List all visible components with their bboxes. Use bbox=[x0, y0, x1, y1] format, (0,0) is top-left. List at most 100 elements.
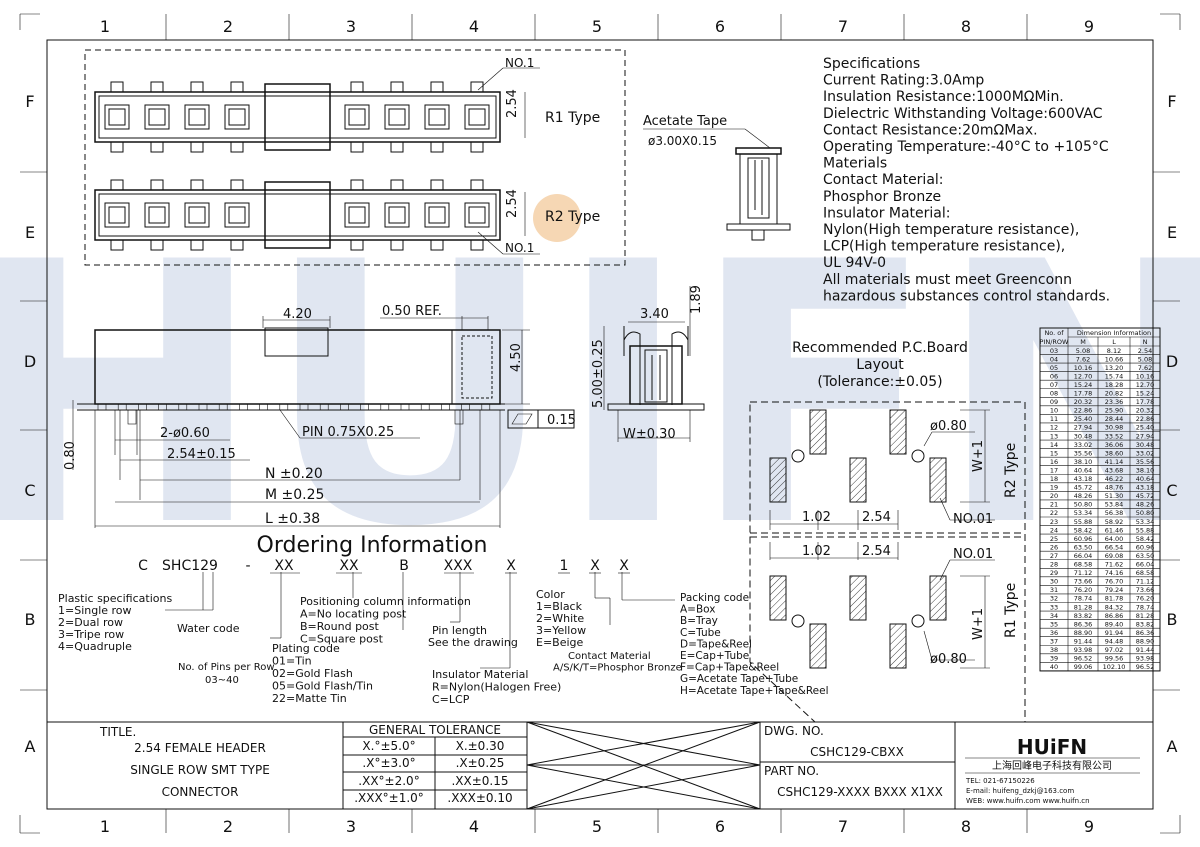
dim-340: 3.40 bbox=[640, 307, 669, 322]
table-cell: 5.08 bbox=[1076, 347, 1090, 355]
ordering-position-line: A=No locating post bbox=[300, 608, 407, 621]
table-cell: 83.82 bbox=[1074, 612, 1093, 620]
spec-line: Contact Resistance:20mΩMax. bbox=[823, 122, 1038, 138]
table-cell: 30 bbox=[1050, 578, 1058, 586]
tolerance-linear: .XX±0.15 bbox=[451, 774, 508, 788]
dim-450: 4.50 bbox=[509, 343, 524, 372]
table-cell: 2.54 bbox=[1138, 347, 1152, 355]
table-cell: 58.42 bbox=[1136, 535, 1155, 543]
table-cell: 12.70 bbox=[1136, 381, 1155, 389]
column-label-bottom: 8 bbox=[961, 817, 971, 836]
table-cell: 73.66 bbox=[1136, 586, 1155, 594]
table-cell: 51.30 bbox=[1105, 492, 1124, 500]
ordering-plastic-line: 3=Tripe row bbox=[58, 628, 124, 641]
column-label-top: 6 bbox=[715, 17, 725, 36]
pcb-r1-no01: NO.01 bbox=[953, 547, 993, 562]
row-label-left: F bbox=[25, 92, 34, 111]
r2-no1-label: NO.1 bbox=[505, 241, 534, 255]
table-cell: 28.44 bbox=[1105, 415, 1124, 423]
title-line-3: CONNECTOR bbox=[162, 785, 239, 799]
spec-line: Insulation Resistance:1000MΩMin. bbox=[823, 89, 1064, 105]
table-cell: 63.50 bbox=[1074, 543, 1093, 551]
watermark-text: HUIFN bbox=[0, 186, 1200, 605]
dim-w: W±0.30 bbox=[623, 427, 676, 442]
row-label-right: D bbox=[1166, 352, 1178, 371]
pcb-tolerance: (Tolerance:±0.05) bbox=[817, 374, 942, 390]
table-cell: 53.84 bbox=[1105, 501, 1124, 509]
table-cell: 37 bbox=[1050, 637, 1058, 645]
dim-m: M ±0.25 bbox=[265, 487, 324, 503]
table-header-dims: Dimension Information bbox=[1077, 329, 1151, 337]
table-cell: 99.06 bbox=[1074, 663, 1093, 671]
ordering-code-part: XX bbox=[339, 558, 359, 574]
spec-line: Materials bbox=[823, 156, 887, 172]
table-cell: 71.12 bbox=[1074, 569, 1093, 577]
pin-size-label: PIN 0.75X0.25 bbox=[302, 425, 394, 440]
table-cell: 91.94 bbox=[1105, 629, 1124, 637]
tolerance-header: GENERAL TOLERANCE bbox=[369, 723, 501, 737]
dim-189: 1.89 bbox=[689, 285, 704, 314]
part-label: PART NO. bbox=[764, 764, 819, 778]
table-cell: 43.68 bbox=[1105, 466, 1124, 474]
ordering-color-line: 1=Black bbox=[536, 600, 583, 613]
table-cell: 07 bbox=[1050, 381, 1058, 389]
table-cell: 41.14 bbox=[1105, 458, 1124, 466]
table-cell: 58.92 bbox=[1105, 518, 1124, 526]
column-label-top: 1 bbox=[100, 17, 110, 36]
ordering-pins-line: 03~40 bbox=[205, 675, 239, 686]
spec-line: All materials must meet Greenconn bbox=[823, 272, 1072, 288]
table-cell: 69.08 bbox=[1105, 552, 1124, 560]
pcb-title-2: Layout bbox=[856, 357, 904, 373]
table-cell: 33.02 bbox=[1074, 441, 1093, 449]
r1-pitch-label: 2.54 bbox=[505, 89, 520, 118]
table-cell: 86.36 bbox=[1074, 620, 1093, 628]
company-name: 上海回峰电子科技有限公司 bbox=[992, 759, 1112, 772]
table-cell: 81.78 bbox=[1105, 595, 1124, 603]
ordering-title: Ordering Information bbox=[257, 533, 488, 558]
pcb-r2-w1: W+1 bbox=[971, 440, 986, 472]
table-cell: 15 bbox=[1050, 449, 1058, 457]
table-col-header: N bbox=[1143, 338, 1148, 346]
table-cell: 20 bbox=[1050, 492, 1058, 500]
row-label-left: C bbox=[24, 481, 35, 500]
table-cell: 96.52 bbox=[1074, 655, 1093, 663]
table-cell: 93.98 bbox=[1074, 646, 1093, 654]
table-cell: 55.88 bbox=[1074, 518, 1093, 526]
table-cell: 53.34 bbox=[1074, 509, 1093, 517]
column-label-bottom: 3 bbox=[346, 817, 356, 836]
table-cell: 25.40 bbox=[1074, 415, 1093, 423]
dim-500: 5.00±0.25 bbox=[591, 339, 606, 408]
ordering-packing-line: E=Cap+Tube bbox=[680, 650, 749, 662]
table-cell: 10.16 bbox=[1074, 364, 1093, 372]
table-cell: 30.48 bbox=[1074, 432, 1093, 440]
ordering-code-part: XX bbox=[274, 558, 294, 574]
ordering-contact-line: Contact Material bbox=[568, 651, 651, 662]
row-label-right: C bbox=[1166, 481, 1177, 500]
ordering-position-line: Positioning column information bbox=[300, 595, 471, 608]
table-cell: 40.64 bbox=[1074, 466, 1093, 474]
spec-line: Phosphor Bronze bbox=[823, 189, 941, 205]
table-cell: 10.66 bbox=[1105, 355, 1124, 363]
spec-line: LCP(High temperature resistance), bbox=[823, 239, 1065, 255]
table-cell: 14 bbox=[1050, 441, 1058, 449]
ordering-code-part: X bbox=[506, 558, 516, 574]
table-cell: 97.02 bbox=[1105, 646, 1124, 654]
ordering-packing-line: F=Cap+Tape&Reel bbox=[680, 662, 779, 674]
table-cell: 30.98 bbox=[1105, 424, 1124, 432]
pitch-label: 2.54±0.15 bbox=[167, 447, 236, 462]
row-label-left: E bbox=[25, 223, 35, 242]
dim-080: 0.80 bbox=[63, 441, 78, 470]
table-cell: 45.72 bbox=[1074, 484, 1093, 492]
ordering-packing-line: C=Tube bbox=[680, 627, 721, 639]
table-cell: 35 bbox=[1050, 620, 1058, 628]
table-cell: 10.16 bbox=[1136, 372, 1155, 380]
ordering-packing-line: D=Tape&Reel bbox=[680, 638, 752, 650]
